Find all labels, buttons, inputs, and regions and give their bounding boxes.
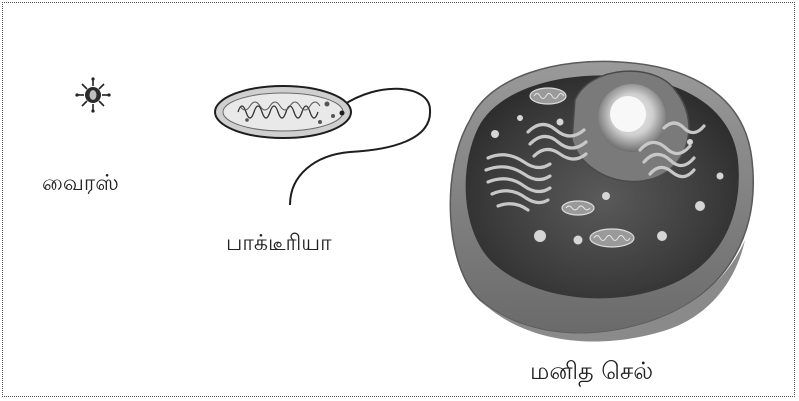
human-cell-illustration: [450, 61, 753, 341]
bacteria-label: பாக்டீரியா: [226, 231, 332, 259]
bacteria-illustration: [215, 86, 430, 205]
virus-label: வைரஸ்: [42, 171, 119, 199]
virus-illustration: [75, 77, 110, 112]
human-cell-label: மனித செல்: [530, 357, 653, 388]
